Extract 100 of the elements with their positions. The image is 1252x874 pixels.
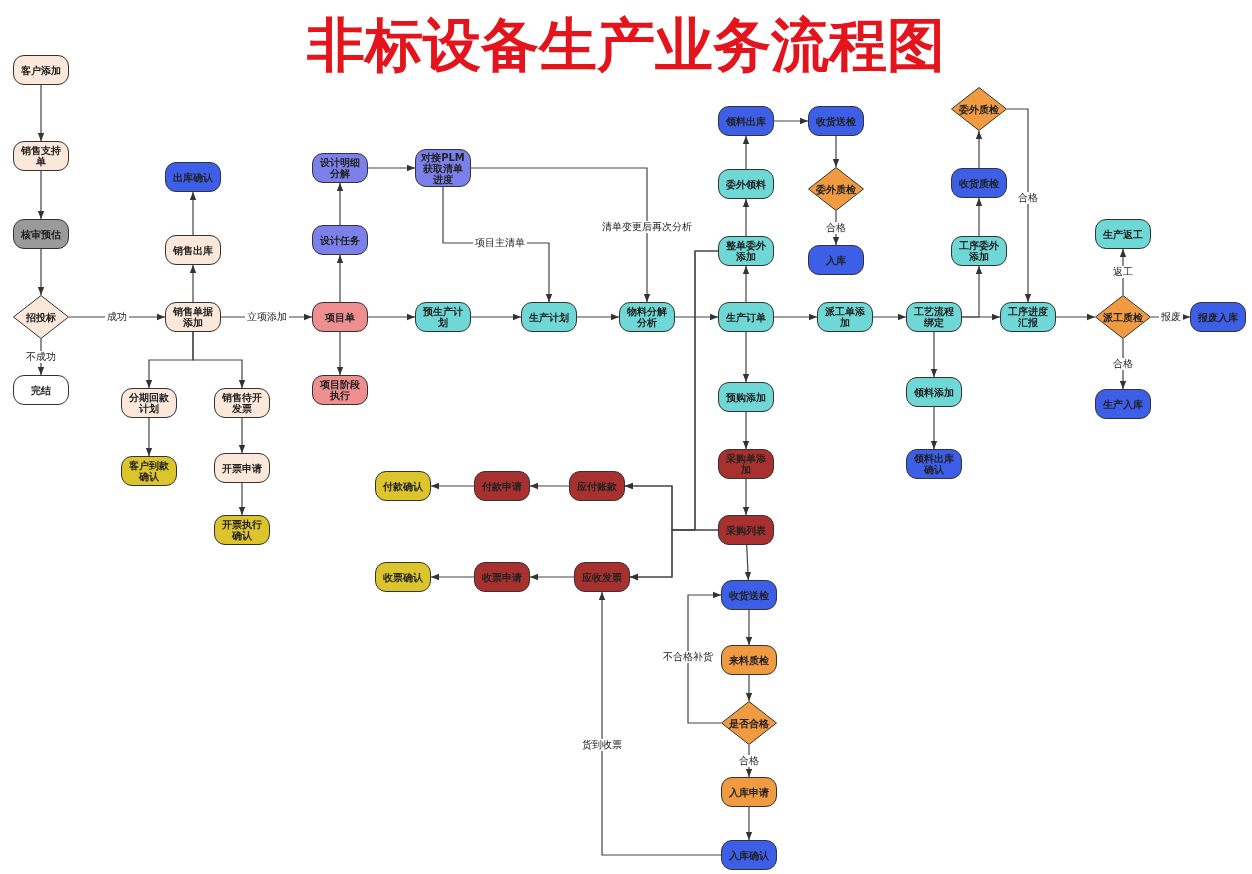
arrow [745,674,753,702]
arrow [687,591,722,724]
process-box: 付款申请 [474,471,530,501]
edge-label: 立项添加 [244,311,289,323]
process-box: 物料分解分析 [619,302,675,332]
process-box: 生产订单 [718,302,774,332]
arrow [367,164,416,172]
arrow [742,331,750,383]
arrow [189,264,197,303]
process-box: 工艺流程绑定 [906,302,962,332]
arrow [37,248,45,296]
process-box: 采购单添加 [718,449,774,479]
arrow [145,417,153,457]
arrow [189,191,197,236]
process-box: 销售支持单 [13,141,69,171]
process-box: 分期回款计划 [121,388,177,418]
arrow [598,591,722,856]
process-box: 预生产计划 [415,302,471,332]
decision-diamond: 委外质检 [808,167,864,211]
arrow [745,806,753,841]
edge-label: 清单变更后再次分析 [600,221,694,233]
process-box: 开票执行确认 [214,515,270,545]
process-box: 报废入库 [1190,302,1246,332]
arrow [742,135,750,170]
arrow [629,250,719,581]
process-box: 项目单 [312,302,368,332]
arrow [742,265,750,303]
process-box: 领料出库 [718,106,774,136]
process-box: 收票确认 [375,562,431,592]
arrow [336,182,344,226]
arrow [745,609,753,646]
edge-label: 合格 [824,222,848,234]
process-box: 整单委外添加 [718,236,774,266]
edge-label: 成功 [105,311,129,323]
process-box: 出库确认 [165,162,221,192]
arrow [367,313,416,321]
process-box: 生产返工 [1095,219,1151,249]
arrow [1006,108,1032,303]
arrow [745,744,753,778]
arrow [576,313,620,321]
arrow [529,573,575,581]
arrow [37,84,45,142]
process-box: 开票申请 [214,453,270,483]
arrow [930,331,938,378]
process-box: 工序委外添加 [951,236,1007,266]
arrow [336,254,344,303]
process-box: 设计明细分解 [312,153,368,183]
process-box: 项目阶段执行 [312,375,368,405]
arrow [1055,313,1096,321]
arrow [742,411,750,450]
process-box: 应收发票 [574,562,630,592]
process-box: 收票申请 [474,562,530,592]
decision-diamond: 派工质检 [1095,295,1151,339]
arrow [1119,338,1127,390]
process-box: 设计任务 [312,225,368,255]
arrow [1119,248,1127,296]
arrow [37,170,45,220]
process-box: 收货质检 [951,168,1007,198]
process-box: 派工单添加 [817,302,873,332]
process-box: 销售出库 [165,235,221,265]
decision-diamond: 招投标 [13,295,69,339]
arrow [430,482,475,490]
arrow [742,198,750,237]
process-box: 领料添加 [906,377,962,407]
process-box: 客户添加 [13,55,69,85]
edge-label: 不合格补货 [661,651,715,663]
process-box: 入库确认 [721,840,777,870]
arrow [872,313,907,321]
process-box: 来料质检 [721,645,777,675]
process-box: 预购添加 [718,382,774,412]
arrow [773,117,809,125]
process-box: 工序进度汇报 [1000,302,1056,332]
edge-label: 合格 [1016,192,1040,204]
edge-label: 货到收票 [580,739,624,751]
process-box: 入库 [808,245,864,275]
process-box: 生产计划 [521,302,577,332]
process-box: 完结 [13,375,69,405]
arrow [192,331,246,389]
process-box: 采购列表 [718,515,774,545]
process-box: 入库申请 [721,777,777,807]
arrow [961,313,1001,321]
edge-label: 项目主清单 [473,237,527,249]
process-box: 对接PLM获取清单进度 [415,149,471,187]
arrow [742,478,750,516]
edge-label: 不成功 [24,351,58,363]
process-box: 领料出库确认 [906,449,962,479]
process-box: 销售单据添加 [165,302,221,332]
arrow [832,135,840,168]
process-box: 委外领料 [718,169,774,199]
arrow [336,331,344,376]
decision-diamond: 是否合格 [721,701,777,745]
process-box: 付款确认 [375,471,431,501]
arrow [975,197,983,237]
process-box: 收货送检 [808,106,864,136]
arrow [529,482,570,490]
process-box: 核审预估 [13,219,69,249]
process-box: 销售待开发票 [214,388,270,418]
arrow [744,544,752,581]
edge-label: 合格 [1111,358,1135,370]
process-box: 客户到款确认 [121,456,177,486]
